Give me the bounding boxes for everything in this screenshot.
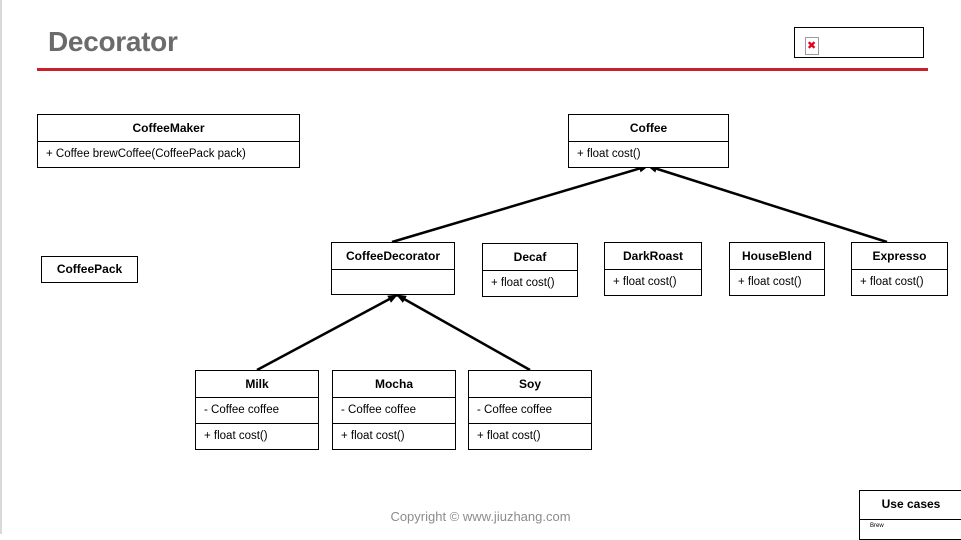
arrow-milk-to-coffeedecorator <box>256 293 398 372</box>
class-expresso: Expresso + float cost() <box>851 242 948 296</box>
use-case-item: Brew <box>870 523 884 529</box>
use-cases-panel: Use cases Brew <box>859 490 961 540</box>
slide-title: Decorator <box>48 26 178 57</box>
title-underline <box>37 68 928 71</box>
class-coffeedecorator: CoffeeDecorator <box>331 242 455 295</box>
use-cases-title: Use cases <box>881 497 941 511</box>
slide-left-edge <box>0 0 2 534</box>
image-placeholder <box>794 27 924 58</box>
class-name: Decaf <box>513 250 547 264</box>
class-method: + float cost() <box>483 270 577 296</box>
class-name: Milk <box>245 377 269 391</box>
class-name: Coffee <box>629 121 668 135</box>
class-method: + Coffee brewCoffee(CoffeePack pack) <box>38 141 299 167</box>
class-method: + float cost() <box>333 423 455 449</box>
broken-image-icon <box>805 37 819 55</box>
class-method: + float cost() <box>196 423 318 449</box>
class-name: CoffeePack <box>56 262 123 276</box>
class-field: - Coffee coffee <box>469 397 591 423</box>
class-milk: Milk - Coffee coffee + float cost() <box>195 370 319 450</box>
class-field: - Coffee coffee <box>196 397 318 423</box>
class-mocha: Mocha - Coffee coffee + float cost() <box>332 370 456 450</box>
class-name: Soy <box>518 377 541 391</box>
class-method: + float cost() <box>605 269 701 295</box>
arrow-expresso-to-coffee <box>647 164 888 244</box>
arrow-coffeedecorator-to-coffee <box>391 164 649 244</box>
class-method: + float cost() <box>569 141 728 167</box>
copyright-footer: Copyright © www.jiuzhang.com <box>390 509 571 524</box>
use-cases-divider <box>860 519 961 520</box>
class-name: HouseBlend <box>741 249 812 263</box>
class-name: CoffeeMaker <box>132 121 205 135</box>
class-method: + float cost() <box>469 423 591 449</box>
class-coffeemaker: CoffeeMaker + Coffee brewCoffee(CoffeePa… <box>37 114 300 168</box>
class-houseblend: HouseBlend + float cost() <box>729 242 825 296</box>
class-name: DarkRoast <box>622 249 684 263</box>
class-empty-section <box>332 269 454 294</box>
class-method: + float cost() <box>730 269 824 295</box>
class-name: Mocha <box>374 377 413 391</box>
class-soy: Soy - Coffee coffee + float cost() <box>468 370 592 450</box>
class-name: CoffeeDecorator <box>345 249 441 263</box>
class-name: Expresso <box>872 249 927 263</box>
class-coffeepack: CoffeePack <box>41 256 138 283</box>
class-decaf: Decaf + float cost() <box>482 243 578 297</box>
class-field: - Coffee coffee <box>333 397 455 423</box>
class-method: + float cost() <box>852 269 947 295</box>
class-darkroast: DarkRoast + float cost() <box>604 242 702 296</box>
class-coffee: Coffee + float cost() <box>568 114 729 168</box>
arrow-soy-to-coffeedecorator <box>396 293 531 372</box>
